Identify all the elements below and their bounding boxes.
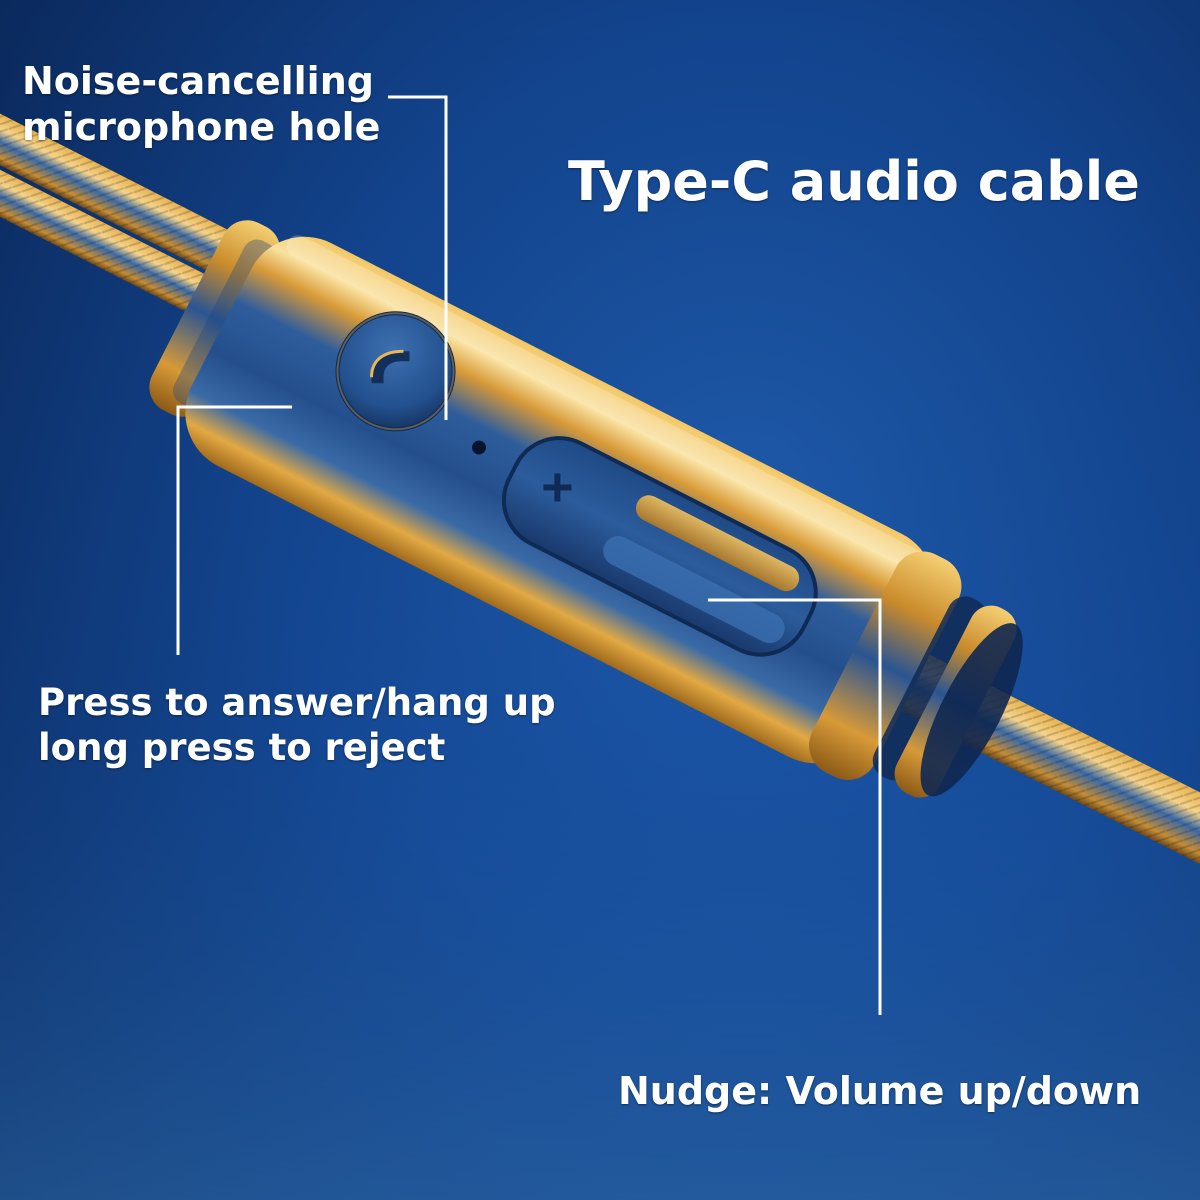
left-collar [149, 220, 281, 417]
microphone-callout-line2: microphone hole [22, 105, 381, 149]
page-title: Type-C audio cable [568, 150, 1140, 213]
microphone-hole [472, 440, 487, 455]
phone-handset-icon [370, 349, 410, 384]
volume-leader-line [708, 598, 882, 1015]
right-collar [808, 551, 962, 780]
leader-lines [176, 95, 882, 1015]
microphone-callout: Noise-cancelling microphone hole [22, 58, 380, 150]
mic-leader-line [388, 95, 448, 420]
microphone-callout-line1: Noise-cancelling [22, 59, 374, 103]
remote-assembly [0, 74, 1200, 967]
upper-cable [0, 74, 263, 330]
answer-callout-line2: long press to reject [38, 726, 446, 769]
plus-icon [543, 473, 572, 502]
volume-rocker-callout: Nudge: Volume up/down [618, 1069, 1142, 1113]
answer-leader-line [176, 405, 292, 655]
answer-button-callout: Press to answer/hang up long press to re… [38, 680, 556, 770]
answer-callout-line1: Press to answer/hang up [38, 681, 556, 724]
lower-cable [900, 654, 1200, 967]
